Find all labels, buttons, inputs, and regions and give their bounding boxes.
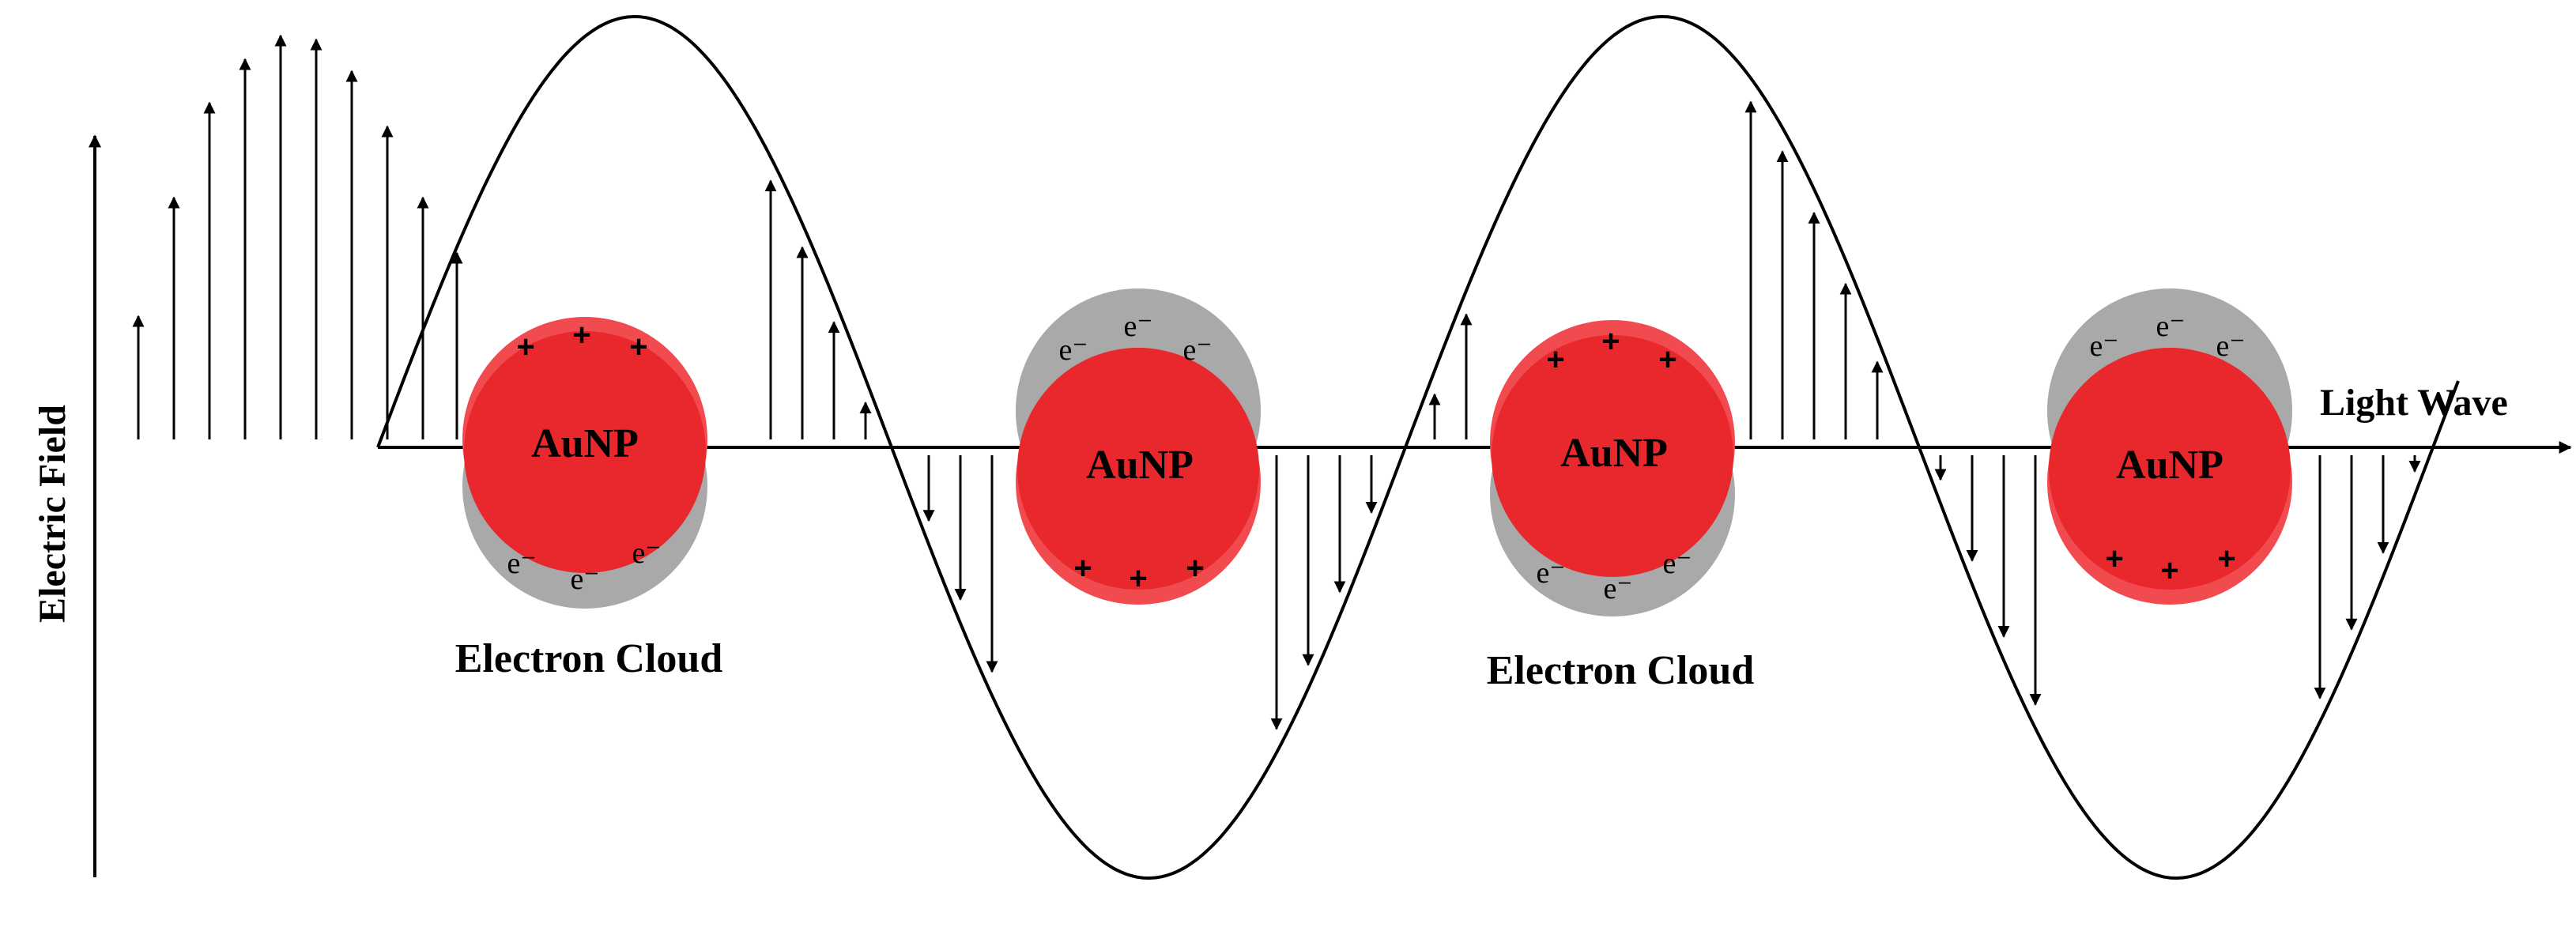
plus-charge: + [2160,553,2178,588]
electron-charge: e⁻ [1124,310,1153,343]
plus-charge: + [1073,551,1092,586]
electron-charge: e⁻ [571,563,600,596]
field-arrows [132,34,2421,730]
plus-charge: + [2217,541,2235,576]
electron-charge: e⁻ [2156,310,2186,343]
particle-label: AuNP [1086,443,1194,488]
plus-charge: + [1546,342,1564,377]
particle-core [1017,348,1259,590]
particle-core [1492,335,1733,577]
plus-charge: + [629,330,647,364]
electron-charge: e⁻ [1663,547,1692,580]
particle-core [464,331,706,573]
electron-charge: e⁻ [632,537,662,570]
plus-charge: + [1129,561,1147,596]
particle-label: AuNP [531,421,639,466]
electron-charge: e⁻ [1183,334,1213,367]
light-wave-label: Light Wave [2320,382,2508,424]
electron-cloud-label-left: Electron Cloud [455,636,723,681]
plus-charge: + [572,318,590,353]
electron-charge: e⁻ [1604,572,1633,605]
electron-charge: e⁻ [2090,330,2119,363]
particle-core [2049,348,2291,590]
plus-charge: + [1186,551,1204,586]
electron-charge: e⁻ [2216,330,2246,363]
light-wave-curve [376,14,2460,880]
plus-charge: + [2105,541,2123,576]
plus-charge: + [1601,324,1620,359]
electron-charge: e⁻ [507,547,537,580]
aunp-4: AuNP e⁻ e⁻ e⁻ + + + [2047,288,2292,605]
aunp-3: AuNP + + + e⁻ e⁻ e⁻ [1490,320,1735,616]
plus-charge: + [516,330,534,364]
particle-label: AuNP [2116,443,2223,488]
particles: AuNP + + + e⁻ e⁻ e⁻ AuNP e⁻ e⁻ e⁻ + + + … [462,288,2292,616]
electron-cloud-label-right: Electron Cloud [1487,648,1755,693]
aunp-2: AuNP e⁻ e⁻ e⁻ + + + [1016,288,1261,605]
electron-charge: e⁻ [1059,334,1088,367]
electric-field-label: Electric Field [32,405,74,623]
electron-charge: e⁻ [1537,556,1566,590]
aunp-1: AuNP + + + e⁻ e⁻ e⁻ [462,317,707,609]
plus-charge: + [1658,342,1676,377]
particle-label: AuNP [1560,431,1668,476]
